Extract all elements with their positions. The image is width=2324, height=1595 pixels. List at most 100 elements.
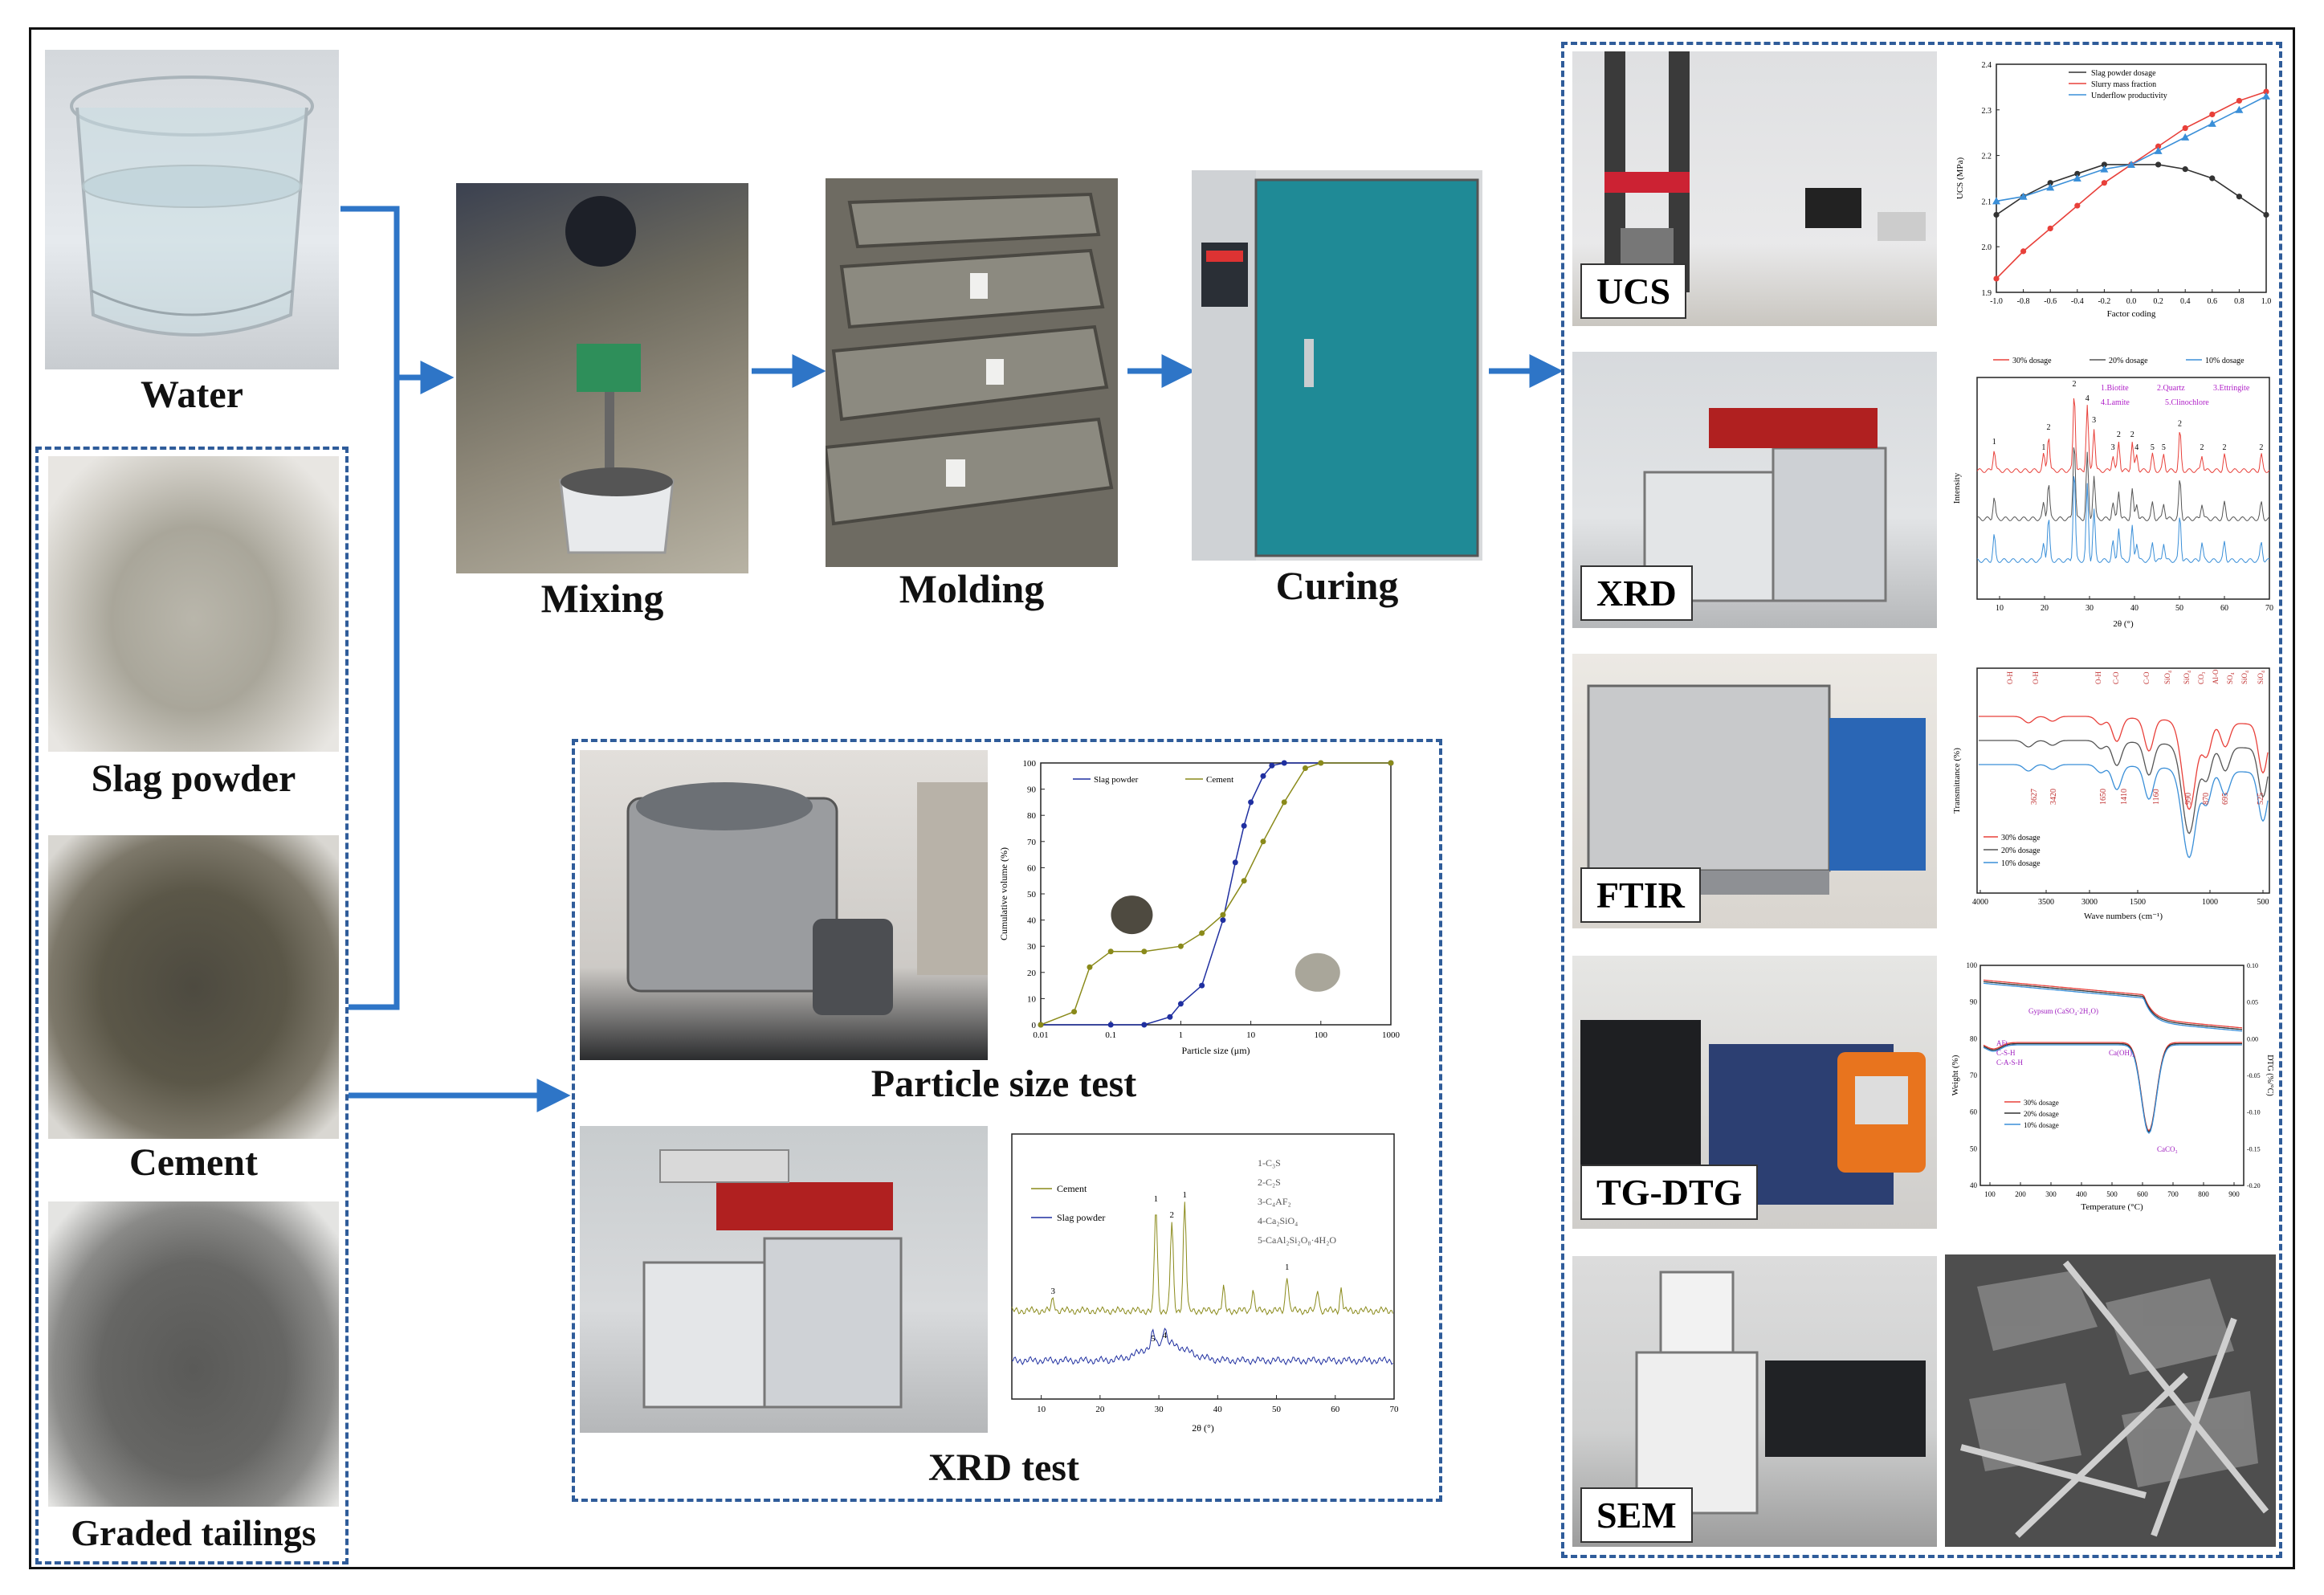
x-tick-label: 0.4 bbox=[2180, 297, 2191, 306]
series-line bbox=[1996, 96, 2267, 202]
x-tick-label: 700 bbox=[2167, 1190, 2179, 1198]
mixer-icon bbox=[559, 196, 675, 554]
sem-tag: SEM bbox=[1580, 1487, 1693, 1543]
peak-label: 4 bbox=[1163, 1331, 1168, 1340]
figure-frame bbox=[29, 27, 2295, 1569]
particle-size-test-label: Particle size test bbox=[870, 1063, 1137, 1105]
graded-tailings-photo bbox=[48, 1201, 339, 1507]
peak-label: 5 bbox=[2162, 443, 2166, 452]
peak-label: 2 bbox=[2200, 443, 2204, 452]
x-tick-label: 100 bbox=[1984, 1190, 1996, 1198]
y-tick-label: 50 bbox=[1027, 890, 1037, 899]
peak-label: 2 bbox=[1169, 1210, 1174, 1220]
y-axis-label: Weight (%) bbox=[1951, 1054, 1960, 1095]
data-point bbox=[1241, 878, 1247, 884]
legend-label: 30% dosage bbox=[2001, 834, 2041, 842]
water-photo bbox=[45, 50, 339, 369]
phase-key-label: 1.Biotite bbox=[2101, 384, 2129, 393]
mixing-photo bbox=[456, 183, 748, 573]
x-axis-label: Wave numbers (cm⁻¹) bbox=[2084, 912, 2163, 921]
xrd-diffractometer-icon bbox=[1643, 408, 1887, 602]
phase-key-label: 5-CaAl₂Si₂O₈·4H₂O bbox=[1258, 1234, 1336, 1246]
y-tick-label: 50 bbox=[1970, 1144, 1978, 1152]
y-tick-label: 2.3 bbox=[1982, 107, 1992, 116]
xrd-test-label: XRD test bbox=[928, 1446, 1079, 1489]
y2-tick-label: -0.05 bbox=[2247, 1072, 2261, 1079]
x-tick-label: -0.4 bbox=[2071, 297, 2084, 306]
peak-label: 2 bbox=[2178, 420, 2182, 429]
band-label: C-O bbox=[2112, 671, 2120, 684]
y-tick-label: 2.4 bbox=[1982, 61, 1992, 70]
graded-tailings-label: Graded tailings bbox=[71, 1512, 316, 1553]
legend-label: 10% dosage bbox=[2001, 859, 2041, 868]
x-tick-label: 0.2 bbox=[2153, 297, 2163, 306]
x-tick-label: 900 bbox=[2228, 1190, 2240, 1198]
x-tick-label: 20 bbox=[1095, 1405, 1105, 1414]
dtg-line bbox=[1983, 1042, 2242, 1132]
peak-label: 3 bbox=[1051, 1287, 1056, 1296]
dtg-line bbox=[1983, 1044, 2242, 1135]
y-tick-label: 70 bbox=[1027, 838, 1037, 847]
x-tick-label: 200 bbox=[2015, 1190, 2026, 1198]
data-point bbox=[2209, 175, 2216, 182]
peak-label: 1 bbox=[1285, 1263, 1290, 1272]
phase-key-label: 2-C₂S bbox=[1258, 1177, 1281, 1188]
legend-label: Slag powder bbox=[1094, 775, 1139, 785]
data-point bbox=[2074, 170, 2081, 177]
y2-tick-label: 0.10 bbox=[2247, 962, 2258, 969]
x-tick-label: 3000 bbox=[2081, 898, 2098, 907]
series-line bbox=[1979, 740, 2269, 834]
data-point bbox=[1318, 760, 1324, 766]
legend-label: 30% dosage bbox=[2012, 357, 2052, 365]
legend-label: 10% dosage bbox=[2205, 357, 2244, 365]
legend-label: 10% dosage bbox=[2024, 1121, 2059, 1129]
y-axis-label: UCS (MPa) bbox=[1955, 157, 1965, 200]
phase-key-label: 3-C₄AF₂ bbox=[1258, 1196, 1291, 1207]
legend-label: 20% dosage bbox=[2001, 846, 2041, 855]
particle-tests-dashed-box bbox=[572, 739, 1442, 1502]
particle-analyzer-photo bbox=[580, 750, 988, 1060]
data-point bbox=[1260, 773, 1266, 779]
wavenumber-label: 990 bbox=[2184, 793, 2193, 805]
tg-line bbox=[1983, 981, 2243, 1030]
legend-label: Cement bbox=[1206, 775, 1233, 785]
data-point bbox=[1199, 982, 1205, 989]
data-point bbox=[2235, 105, 2244, 113]
band-label: SO₄ bbox=[2226, 672, 2234, 684]
data-point bbox=[1141, 948, 1148, 955]
y-tick-label: 80 bbox=[1027, 811, 1037, 821]
legend-label: Slag powder bbox=[1057, 1212, 1105, 1223]
peak-label: 3 bbox=[2092, 416, 2096, 425]
wavenumber-label: 1650 bbox=[2099, 789, 2108, 805]
phase-key-label: 4.Lamite bbox=[2101, 398, 2130, 407]
data-point bbox=[2208, 119, 2216, 127]
ucs-tag: UCS bbox=[1580, 263, 1687, 319]
y-tick-label: 2.0 bbox=[1982, 243, 1992, 252]
ucs-machine-photo bbox=[1572, 51, 1937, 326]
y-tick-label: 60 bbox=[1027, 863, 1037, 873]
wavenumber-label: 1410 bbox=[2120, 789, 2129, 805]
wavenumber-label: 3420 bbox=[2049, 789, 2058, 805]
y-tick-label: 30 bbox=[1027, 942, 1037, 952]
tg-dtg-tag: TG-DTG bbox=[1580, 1165, 1759, 1220]
band-label: O-H bbox=[2006, 671, 2014, 684]
data-point bbox=[1281, 760, 1287, 766]
y-axis-label: Cumulative volume (%) bbox=[998, 847, 1009, 940]
data-point bbox=[2209, 111, 2216, 118]
x-axis-label: 2θ (°) bbox=[2113, 619, 2134, 629]
phase-key-label: 2.Quartz bbox=[2157, 384, 2185, 393]
sem-micrograph bbox=[1945, 1254, 2276, 1547]
band-label: SiO₄ bbox=[2240, 671, 2249, 684]
phase-key-label: 4-Ca₂SiO₄ bbox=[1258, 1215, 1298, 1226]
annotation-label: Ca(OH)₂ bbox=[2109, 1049, 2134, 1057]
y-tick-label: 40 bbox=[1027, 916, 1037, 926]
data-point bbox=[1992, 197, 2000, 205]
annotation-label: CaCO₃ bbox=[2157, 1145, 2178, 1153]
x-tick-label: -0.8 bbox=[2017, 297, 2030, 306]
